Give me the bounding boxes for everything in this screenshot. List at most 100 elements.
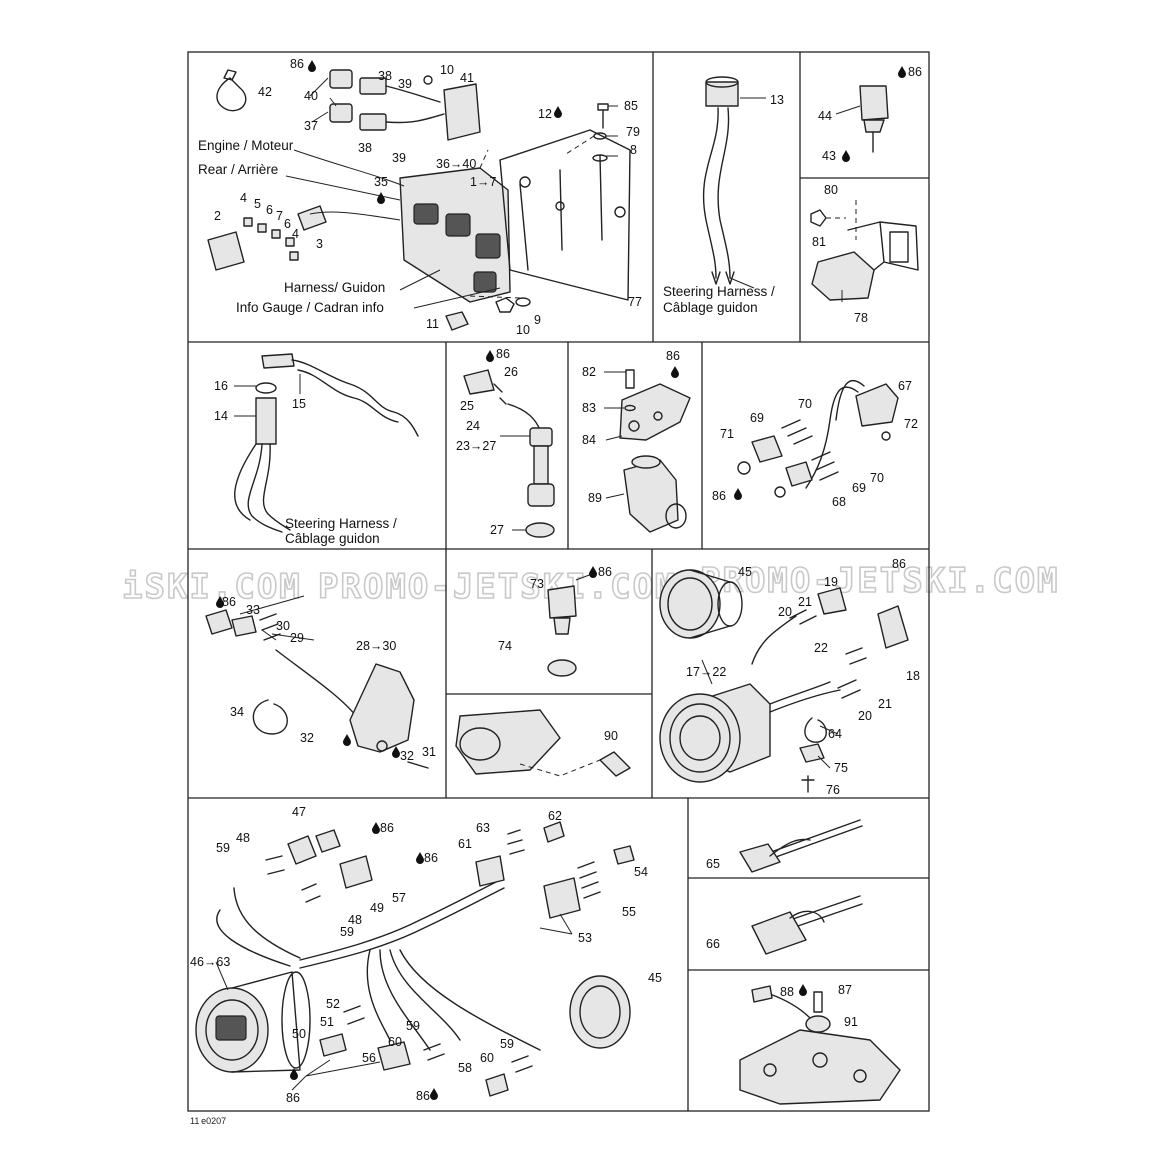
- part-label: 15: [292, 397, 306, 411]
- drop-icon: [392, 746, 400, 758]
- panel-ecm: [207, 69, 631, 331]
- drop-icon: [898, 66, 906, 78]
- part-label: 38: [378, 69, 392, 83]
- drop-icon: [416, 852, 424, 864]
- watermark-center: PROMO-JETSKI.COM: [318, 567, 678, 607]
- leader-lines: [215, 77, 843, 1091]
- part-label: 4: [240, 191, 247, 205]
- lubricant-drop-icons: [216, 60, 906, 1100]
- part-label: 54: [634, 865, 648, 879]
- part-label: 17→22: [686, 665, 726, 679]
- part-label: 1→7: [470, 175, 496, 189]
- panel-65: [739, 819, 863, 873]
- part-label: 86: [290, 57, 304, 71]
- panel-14: [234, 353, 419, 533]
- part-label: 91: [844, 1015, 858, 1029]
- part-labels: 86 42 38 39 10 41 40 37 38 39 85 12 79 8…: [190, 57, 922, 1105]
- part-label: 86: [286, 1091, 300, 1105]
- part-label: 88: [780, 985, 794, 999]
- part-label: 65: [706, 857, 720, 871]
- part-label: 60: [388, 1035, 402, 1049]
- caption-steering-harness-b: Steering Harness /: [285, 516, 397, 531]
- part-label: 35: [374, 175, 388, 189]
- drop-icon: [430, 1088, 438, 1100]
- part-label: 22: [814, 641, 828, 655]
- part-label: 57: [392, 891, 406, 905]
- part-label: 32: [400, 749, 414, 763]
- drop-icon: [554, 106, 562, 118]
- part-label: 70: [870, 471, 884, 485]
- part-label: 86: [666, 349, 680, 363]
- part-label: 10: [516, 323, 530, 337]
- part-label: 24: [466, 419, 480, 433]
- part-label: 25: [460, 399, 474, 413]
- part-label: 82: [582, 365, 596, 379]
- part-label: 31: [422, 745, 436, 759]
- part-label: 89: [588, 491, 602, 505]
- part-label: 2: [214, 209, 221, 223]
- part-label: 26: [504, 365, 518, 379]
- part-label: 86: [598, 565, 612, 579]
- part-label: 16: [214, 379, 228, 393]
- part-label: 64: [828, 727, 842, 741]
- panel-17-22: [659, 569, 909, 793]
- part-label: 45: [738, 565, 752, 579]
- drop-icon: [372, 822, 380, 834]
- part-label: 67: [898, 379, 912, 393]
- part-label: 51: [320, 1015, 334, 1029]
- panel-82-89: [604, 369, 691, 533]
- drawing-code: 11 e0207: [190, 1116, 226, 1126]
- panel-67-72: [737, 380, 899, 498]
- part-label: 37: [304, 119, 318, 133]
- part-label: 73: [530, 577, 544, 591]
- part-label: 68: [832, 495, 846, 509]
- part-label: 7: [276, 209, 283, 223]
- part-label: 59: [500, 1037, 514, 1051]
- panel-23-27: [463, 369, 555, 538]
- part-label: 13: [770, 93, 784, 107]
- part-label: 86: [222, 595, 236, 609]
- captions: Engine / Moteur Rear / Arrière Harness/ …: [190, 138, 775, 1126]
- part-label: 79: [626, 125, 640, 139]
- part-label: 30: [276, 619, 290, 633]
- part-label: 32: [300, 731, 314, 745]
- panel-73-74: [547, 573, 593, 677]
- part-label: 42: [258, 85, 272, 99]
- part-label: 9: [534, 313, 541, 327]
- part-label: 21: [798, 595, 812, 609]
- part-label: 12: [538, 107, 552, 121]
- watermark-right: PROMO-JETSKI.COM: [700, 561, 1060, 601]
- part-label: 53: [578, 931, 592, 945]
- part-label: 38: [358, 141, 372, 155]
- caption-steering-harness-a: Steering Harness /: [663, 284, 775, 299]
- part-label: 34: [230, 705, 244, 719]
- caption-harness: Harness/ Guidon: [284, 280, 385, 295]
- panel-46-63: [195, 821, 635, 1097]
- part-label: 18: [906, 669, 920, 683]
- drop-icon: [486, 350, 494, 362]
- part-label: 20: [858, 709, 872, 723]
- panel-44: [835, 85, 889, 153]
- drop-icon: [671, 366, 679, 378]
- part-label: 40: [304, 89, 318, 103]
- part-label: 58: [458, 1061, 472, 1075]
- part-label: 48: [236, 831, 250, 845]
- panel-90: [455, 709, 631, 777]
- part-label: 71: [720, 427, 734, 441]
- part-label: 14: [214, 409, 228, 423]
- part-label: 39: [392, 151, 406, 165]
- part-label: 75: [834, 761, 848, 775]
- part-label: 86: [496, 347, 510, 361]
- part-label: 19: [824, 575, 838, 589]
- part-label: 28→30: [356, 639, 396, 653]
- part-label: 36→40: [436, 157, 476, 171]
- drop-icon: [343, 734, 351, 746]
- caption-cablage-guidon-b: Câblage guidon: [285, 531, 380, 546]
- caption-cablage-guidon-a: Câblage guidon: [663, 300, 758, 315]
- part-label: 87: [838, 983, 852, 997]
- part-label: 66: [706, 937, 720, 951]
- part-label: 90: [604, 729, 618, 743]
- part-label: 6: [284, 217, 291, 231]
- part-label: 59: [216, 841, 230, 855]
